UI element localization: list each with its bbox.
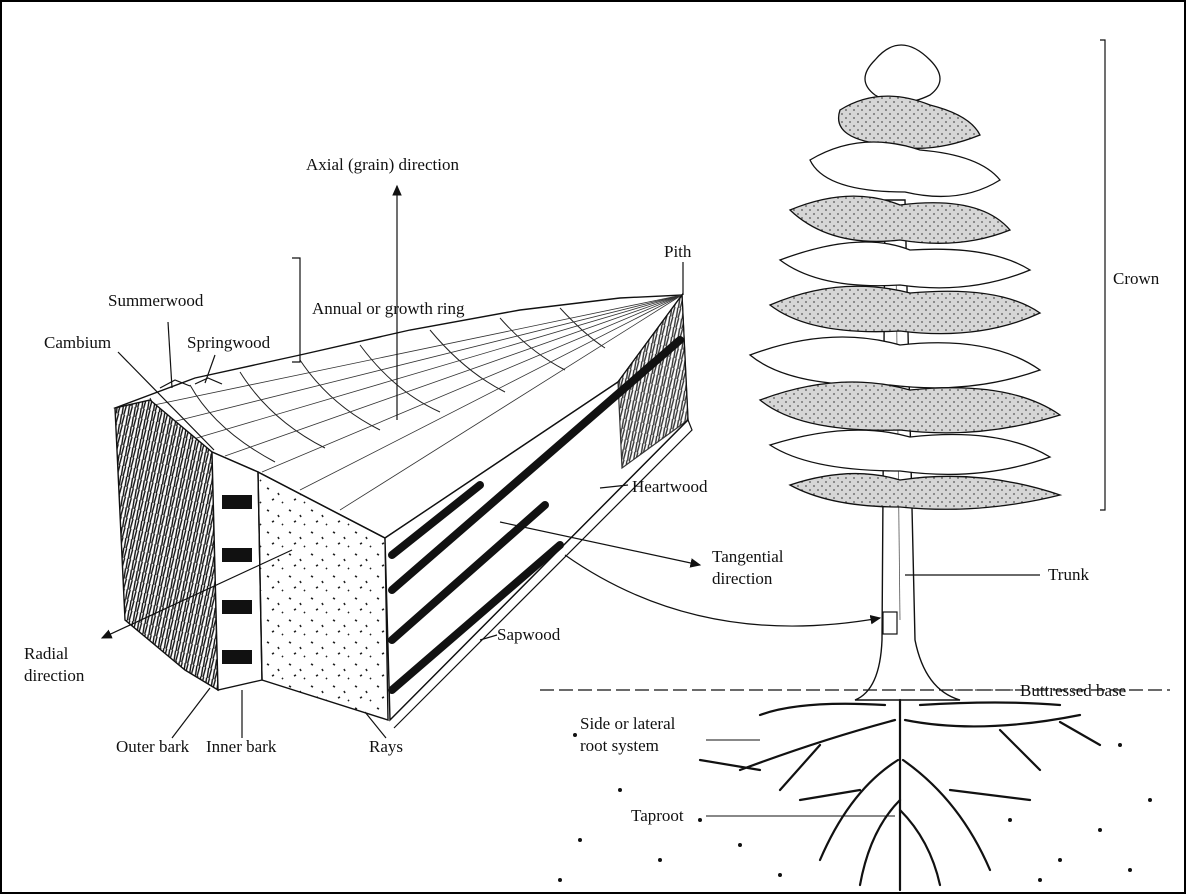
tree-crown	[750, 45, 1060, 509]
lateral-root-label-line2: root system	[580, 737, 659, 755]
crown-label: Crown	[1113, 270, 1159, 288]
radial-label-line1: Radial	[24, 645, 68, 663]
wood-wedge-illustration	[115, 295, 692, 728]
pith-label: Pith	[664, 243, 691, 261]
heartwood-label: Heartwood	[632, 478, 708, 496]
outer-bark-label: Outer bark	[116, 738, 189, 756]
taproot-label: Taproot	[631, 807, 684, 825]
growth-ring-bracket	[292, 258, 300, 362]
summerwood-label: Summerwood	[108, 292, 203, 310]
lateral-root-label-line1: Side or lateral	[580, 715, 675, 733]
root-system	[700, 700, 1100, 890]
axial-direction-label: Axial (grain) direction	[306, 156, 459, 174]
tangential-label-line2: direction	[712, 570, 772, 588]
tangential-label-line1: Tangential	[712, 548, 784, 566]
cambium-label: Cambium	[44, 334, 111, 352]
growth-ring-label: Annual or growth ring	[312, 300, 465, 318]
inner-bark-label: Inner bark	[206, 738, 276, 756]
springwood-label: Springwood	[187, 334, 270, 352]
wedge-bark-face	[115, 400, 218, 690]
rays-label: Rays	[369, 738, 403, 756]
crown-bracket	[1100, 40, 1105, 510]
trunk-label: Trunk	[1048, 566, 1089, 584]
buttressed-base-label: Buttressed base	[1020, 682, 1126, 700]
sapwood-label: Sapwood	[497, 626, 560, 644]
radial-label-line2: direction	[24, 667, 84, 685]
